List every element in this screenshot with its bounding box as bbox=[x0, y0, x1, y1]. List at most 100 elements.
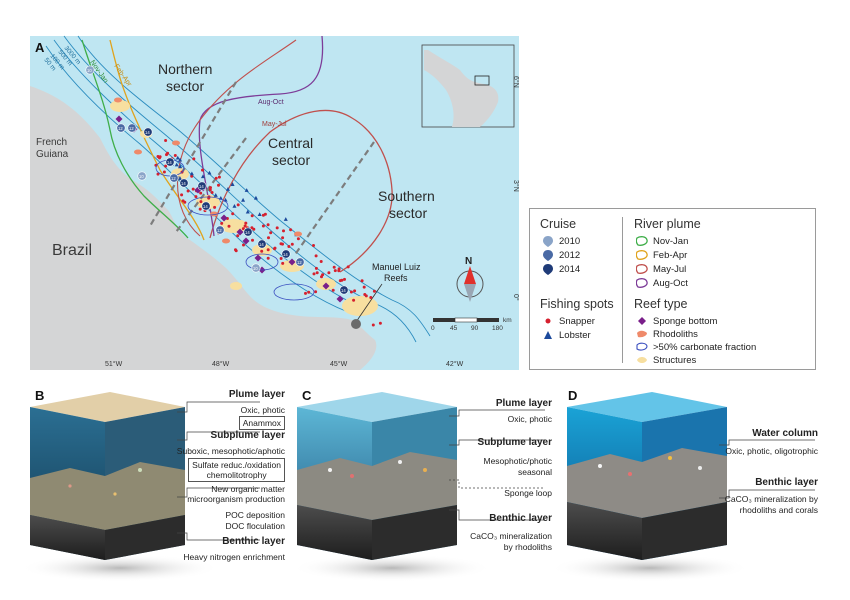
cruise-station-marker bbox=[339, 285, 349, 295]
c-sponge-loop: Sponge loop bbox=[504, 488, 552, 498]
lobster-marker bbox=[175, 155, 180, 160]
cruise-station-marker bbox=[165, 157, 175, 167]
legend-plume-may-jul: May-Jul bbox=[635, 263, 686, 275]
plume-label-aug-oct: Aug-Oct bbox=[258, 99, 284, 106]
snapper-marker bbox=[353, 289, 357, 293]
compass-icon: N bbox=[456, 256, 484, 302]
lobster-marker bbox=[178, 164, 183, 169]
snapper-marker bbox=[372, 289, 376, 293]
sponge-marker bbox=[254, 254, 262, 262]
snapper-marker bbox=[332, 265, 336, 269]
carbonate-outline bbox=[273, 283, 315, 301]
lobster-marker bbox=[283, 217, 288, 221]
snapper-marker bbox=[183, 200, 187, 204]
cruise-station-marker bbox=[295, 257, 305, 267]
cruise-year-label: 14 bbox=[199, 184, 204, 189]
d-oxic: Oxic, photic, oligotrophic bbox=[725, 446, 818, 456]
b-anammox-box: Anammox bbox=[238, 416, 285, 430]
snapper-marker bbox=[349, 290, 353, 294]
c-subplume-layer: Subplume layer bbox=[477, 437, 552, 448]
legend-rhodoliths: Rhodoliths bbox=[636, 328, 698, 340]
cruise-year-label: 14 bbox=[341, 288, 346, 293]
lobster-marker bbox=[200, 174, 205, 179]
legend-plume-aug-oct: Aug-Oct bbox=[635, 277, 688, 289]
rhodolith-marker bbox=[294, 231, 302, 237]
snapper-marker bbox=[217, 175, 221, 179]
snapper-marker bbox=[281, 236, 285, 240]
snapper-marker bbox=[173, 154, 177, 157]
lobster-marker bbox=[207, 170, 212, 175]
lat-tick: 0° bbox=[512, 294, 520, 301]
cruise-year-label: 14 bbox=[181, 181, 186, 186]
rhodolith-marker bbox=[134, 149, 142, 155]
block-b-side-soil bbox=[30, 515, 105, 560]
snapper-marker bbox=[287, 245, 291, 248]
lobster-marker bbox=[178, 176, 183, 181]
lon-tick: 51°W bbox=[105, 360, 123, 368]
lon-tick: 48°W bbox=[212, 360, 230, 368]
legend-cruise-title: Cruise bbox=[540, 217, 577, 231]
rhodolith-marker bbox=[222, 238, 230, 244]
lobster-marker bbox=[174, 162, 179, 167]
cruise-station-marker bbox=[137, 171, 147, 181]
c-caco3-2: by rhodoliths bbox=[503, 542, 552, 552]
plume-label-may-jul: May-Jul bbox=[262, 121, 287, 128]
plume-outline-icon bbox=[635, 235, 648, 247]
sponge-marker bbox=[322, 282, 330, 290]
snapper-marker bbox=[333, 269, 337, 273]
snapper-marker bbox=[314, 254, 318, 258]
legend-lobster: Lobster bbox=[542, 329, 591, 341]
snapper-marker bbox=[369, 296, 373, 299]
sponge-marker bbox=[220, 214, 228, 222]
cruise-station-marker bbox=[251, 263, 261, 273]
snapper-marker bbox=[156, 172, 160, 176]
cruise-station-marker bbox=[197, 181, 207, 191]
sector-dividers bbox=[149, 81, 375, 257]
snapper-marker bbox=[269, 231, 273, 235]
cruise-year-label: 14 bbox=[145, 130, 150, 135]
snapper-marker bbox=[346, 265, 350, 269]
block-d: D bbox=[550, 388, 815, 582]
panel-letter: D bbox=[568, 388, 577, 403]
c-caco3-1: CaCO₃ mineralization bbox=[470, 531, 552, 541]
snapper-marker bbox=[266, 256, 270, 260]
legend-snapper: Snapper bbox=[542, 315, 595, 327]
snapper-marker bbox=[198, 207, 202, 211]
b-new-om-1: New organic matter bbox=[211, 484, 285, 494]
snapper-dot-icon bbox=[542, 315, 554, 327]
snapper-marker bbox=[242, 243, 245, 247]
snapper-marker bbox=[208, 188, 212, 192]
b-subplume-layer: Subplume layer bbox=[210, 430, 285, 441]
d-water-column: Water column bbox=[752, 428, 818, 439]
cruise-marker-icon bbox=[542, 263, 554, 275]
snapper-marker bbox=[362, 285, 366, 289]
legend-structures: Structures bbox=[636, 354, 696, 366]
sponge-marker bbox=[242, 237, 250, 245]
block-c-seafloor bbox=[297, 452, 457, 520]
snapper-marker bbox=[314, 266, 318, 270]
cruise-year-label: 12 bbox=[297, 260, 302, 265]
svg-text:180: 180 bbox=[492, 325, 503, 332]
snapper-marker bbox=[227, 224, 231, 228]
snapper-marker bbox=[290, 242, 294, 246]
legend-cruise-2014: 2014 bbox=[542, 263, 580, 275]
snapper-marker bbox=[214, 176, 218, 180]
c-benthic-layer: Benthic layer bbox=[489, 513, 552, 524]
snapper-marker bbox=[378, 321, 382, 325]
lobster-marker bbox=[245, 209, 250, 214]
inset-map bbox=[421, 44, 515, 128]
carbonate-outline bbox=[187, 196, 229, 216]
snapper-marker bbox=[266, 248, 270, 252]
snapper-marker bbox=[186, 189, 190, 193]
block-b-top bbox=[30, 392, 185, 422]
cruise-station-marker bbox=[143, 127, 153, 137]
cruise-year-label: 12 bbox=[171, 176, 176, 181]
svg-text:90: 90 bbox=[471, 325, 479, 332]
cruise-station-marker bbox=[243, 227, 253, 237]
snapper-marker bbox=[210, 191, 214, 194]
carbonate-outline bbox=[245, 253, 279, 271]
map-legend: Cruise 2010 2012 2014 Fishing spots Snap… bbox=[529, 208, 816, 370]
snapper-marker bbox=[260, 249, 264, 253]
